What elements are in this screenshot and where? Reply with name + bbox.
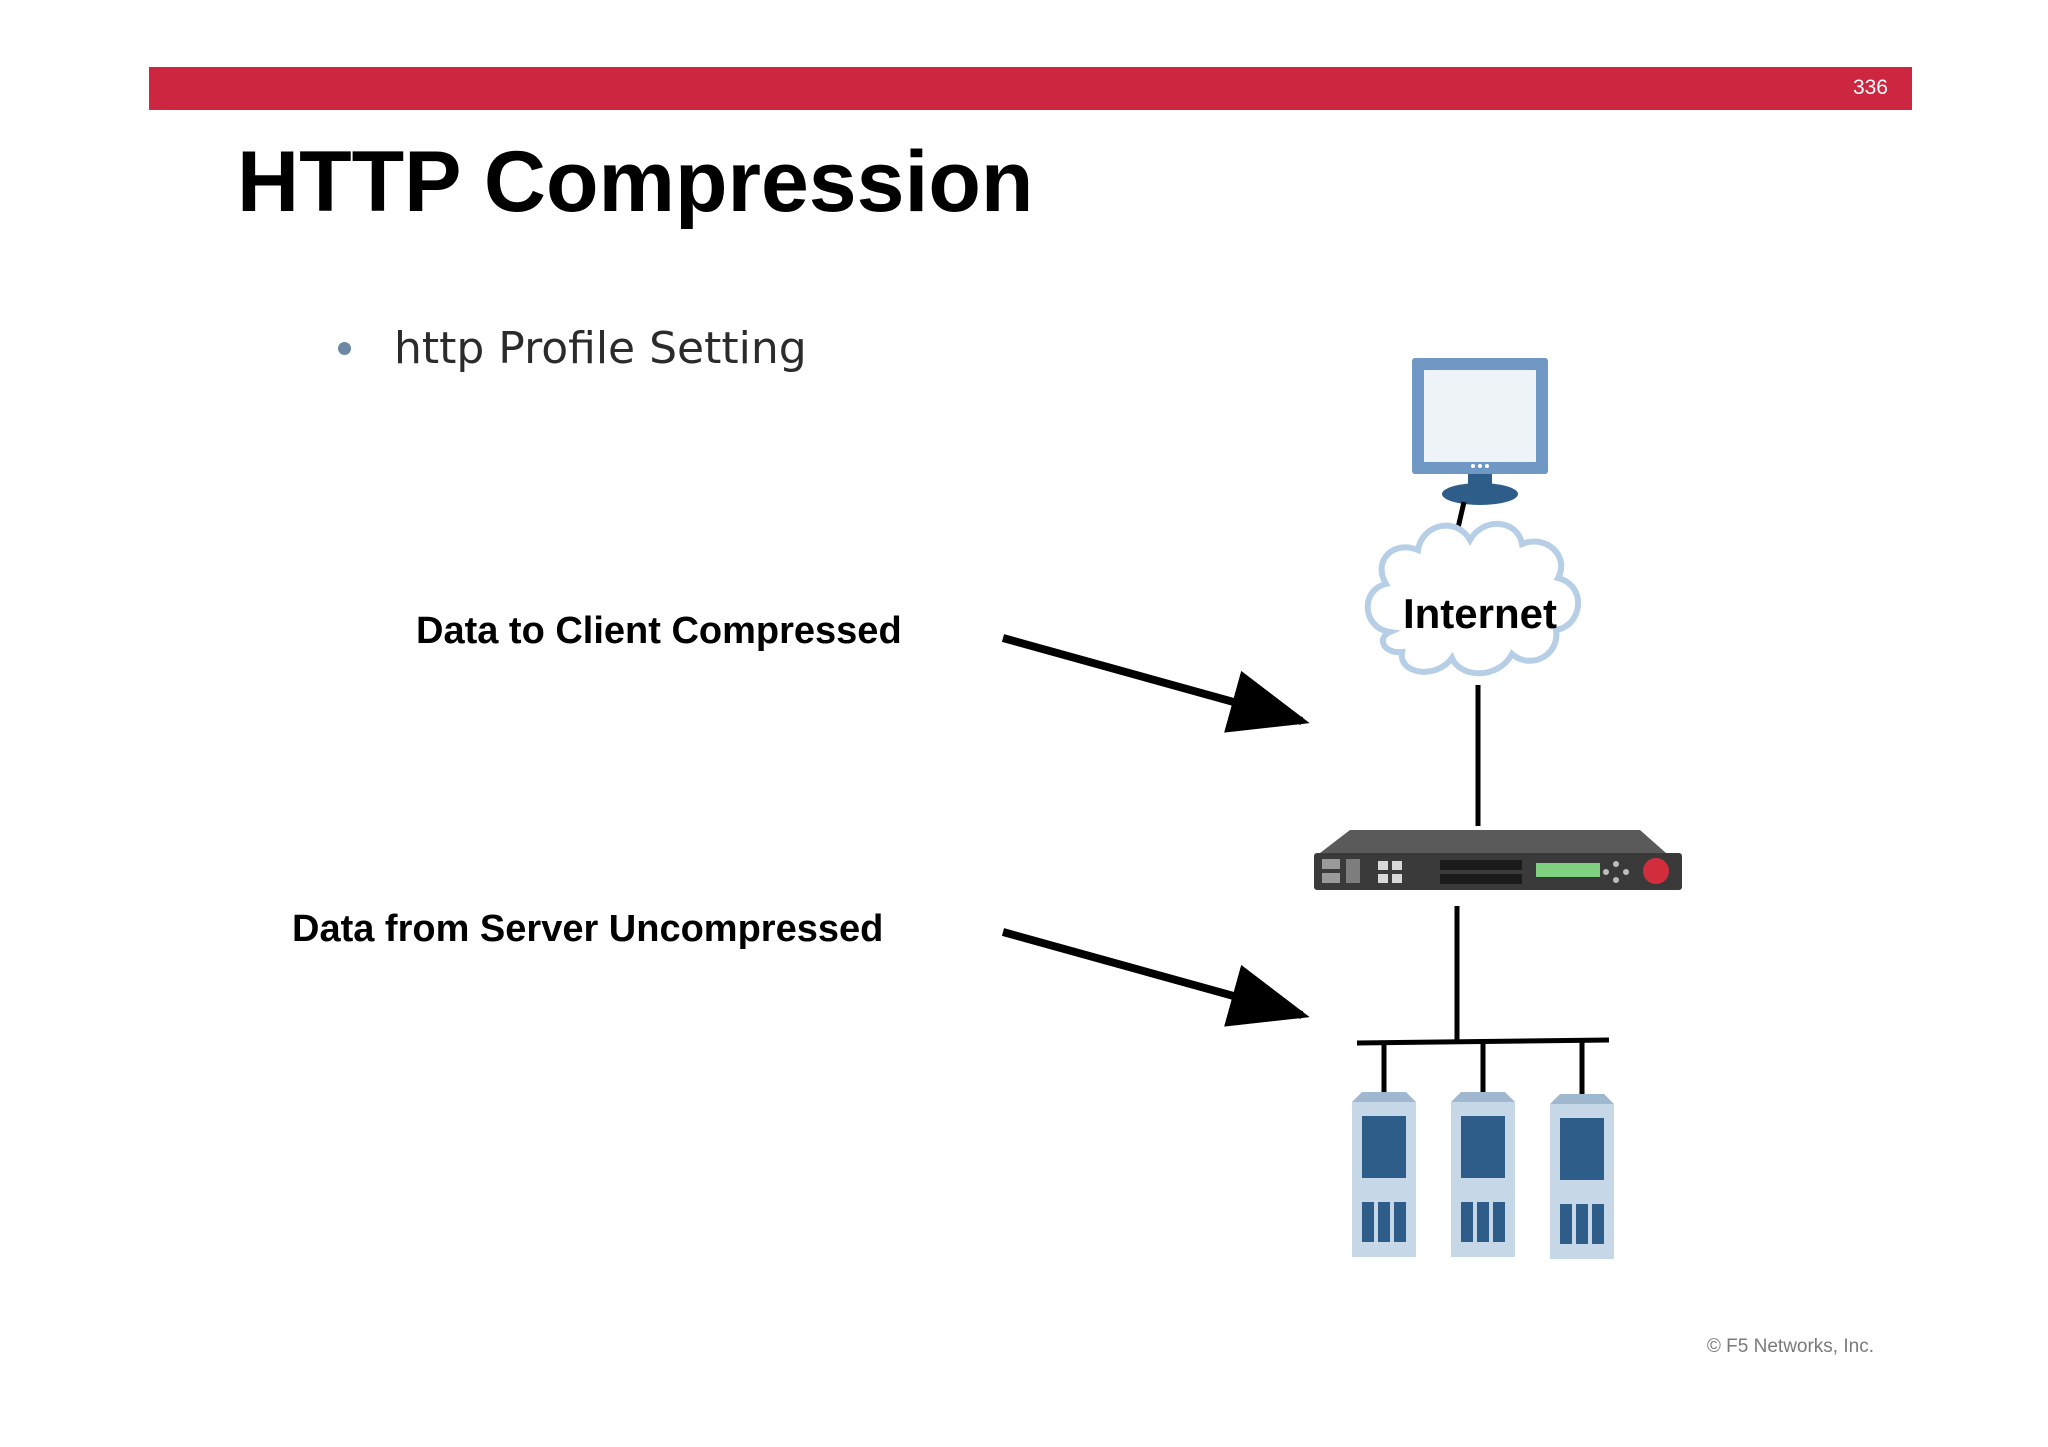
appliance-sfp-bank (1440, 860, 1522, 870)
copyright: © F5 Networks, Inc. (1706, 1336, 1874, 1357)
appliance-lcd (1536, 863, 1600, 877)
appliance-port (1322, 859, 1340, 869)
server-vent (1362, 1202, 1374, 1242)
monitor-screen (1424, 370, 1536, 462)
appliance-button (1613, 861, 1619, 867)
cloud-shape (1364, 521, 1581, 677)
label-data-from-server: Data from Server Uncompressed (292, 908, 884, 950)
appliance-button (1623, 869, 1629, 875)
server-top (1451, 1092, 1515, 1102)
server-top (1352, 1092, 1416, 1102)
server-bus (1356, 1037, 1610, 1046)
appliance-button (1613, 877, 1619, 883)
appliance-top (1320, 830, 1666, 853)
monitor-led (1485, 464, 1489, 468)
bullet-text: http Profile Setting (394, 323, 807, 374)
server-vent (1576, 1204, 1588, 1244)
cloud-icon: Internet (1364, 521, 1581, 677)
monitor-led (1478, 464, 1482, 468)
f5-logo (1643, 858, 1669, 884)
arrow-data-from-server (1001, 928, 1310, 1027)
server-vent (1378, 1202, 1390, 1242)
server-icon (1352, 1092, 1416, 1257)
appliance-port (1322, 873, 1340, 883)
server-top (1550, 1094, 1614, 1104)
header-accent-bar (149, 67, 1912, 110)
bullet-list: http Profile Setting (338, 323, 807, 374)
page-title: HTTP Compression (237, 134, 1034, 230)
appliance-port (1392, 861, 1402, 870)
appliance-button (1603, 869, 1609, 875)
bullet-dot (338, 342, 351, 355)
cloud-label: Internet (1403, 590, 1557, 637)
server-vent (1592, 1204, 1604, 1244)
page-number: 336 (1852, 76, 1888, 99)
appliance-front (1314, 853, 1682, 890)
label-data-to-client: Data to Client Compressed (416, 610, 902, 652)
server-vent (1560, 1204, 1572, 1244)
server-vent (1461, 1202, 1473, 1242)
appliance-port (1346, 859, 1360, 883)
server-vent (1477, 1202, 1489, 1242)
appliance-port (1378, 861, 1388, 870)
monitor-led (1471, 464, 1475, 468)
f5-appliance-icon (1314, 830, 1682, 890)
server-vent (1493, 1202, 1505, 1242)
monitor-icon (1412, 358, 1548, 505)
server-drive-bay (1362, 1116, 1406, 1178)
arrow-data-to-client (1001, 634, 1310, 733)
server-icon (1451, 1092, 1515, 1257)
appliance-port (1378, 874, 1388, 883)
bullet-item: http Profile Setting (338, 323, 807, 374)
server-drive-bay (1461, 1116, 1505, 1178)
appliance-sfp-bank (1440, 874, 1522, 884)
server-drive-bay (1560, 1118, 1604, 1180)
appliance-port (1392, 874, 1402, 883)
server-vent (1394, 1202, 1406, 1242)
server-icon (1550, 1094, 1614, 1259)
monitor-stand (1442, 483, 1518, 505)
